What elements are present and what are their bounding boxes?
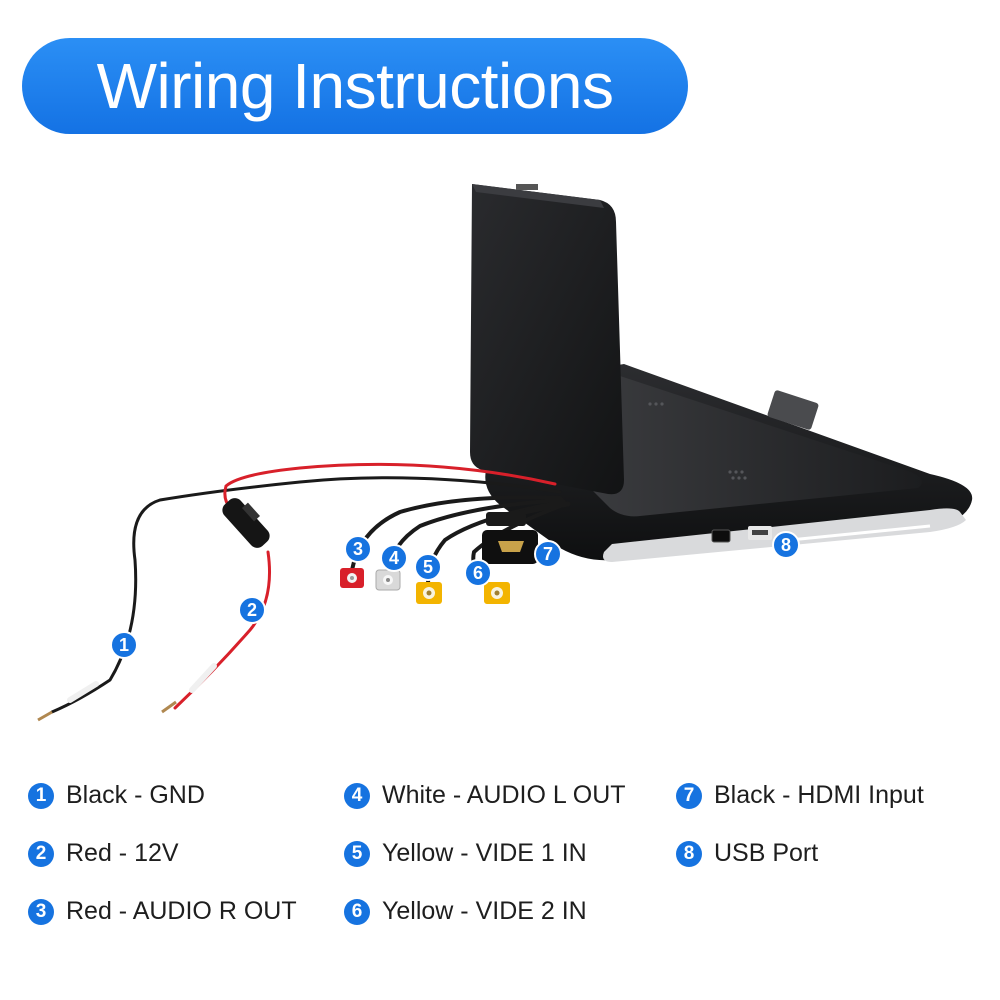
fuse-holder — [222, 498, 270, 548]
monitor-screen — [470, 184, 624, 495]
badge-2: 2 — [238, 596, 266, 624]
badge-8: 8 — [772, 531, 800, 559]
av-port — [711, 529, 731, 543]
badge-circle — [464, 559, 492, 587]
badge-number: 7 — [543, 544, 553, 564]
badge-3: 3 — [344, 535, 372, 563]
badge-number: 6 — [473, 563, 483, 583]
badge-5: 5 — [414, 553, 442, 581]
badge-circle — [110, 631, 138, 659]
badge-layer: 1 2 3 4 5 6 7 8 — [110, 531, 800, 659]
wire-black-gnd — [50, 476, 562, 714]
badge-number: 4 — [389, 548, 399, 568]
badge-circle — [238, 596, 266, 624]
badge-6: 6 — [464, 559, 492, 587]
rca-connector-white — [375, 569, 401, 591]
badge-circle — [414, 553, 442, 581]
badge-4: 4 — [380, 544, 408, 572]
rca-connector-red — [340, 568, 364, 588]
wire-tips — [37, 663, 217, 722]
badge-circle — [344, 535, 372, 563]
badge-circle — [380, 544, 408, 572]
badge-number: 8 — [781, 535, 791, 555]
badge-number: 5 — [423, 557, 433, 577]
badge-1: 1 — [110, 631, 138, 659]
usb-port — [748, 526, 772, 540]
hdmi-connector — [482, 512, 538, 564]
wire-red-12v-bottom — [173, 550, 272, 710]
title-banner: Wiring Instructions — [22, 38, 688, 134]
badge-number: 3 — [353, 539, 363, 559]
badge-number: 1 — [119, 635, 129, 655]
badge-number: 2 — [247, 600, 257, 620]
badge-circle — [534, 540, 562, 568]
badge-circle — [772, 531, 800, 559]
wire-red-12v-top — [223, 462, 557, 512]
page-title: Wiring Instructions — [96, 50, 614, 122]
rca-connector-yellow-2 — [484, 582, 510, 604]
badge-7: 7 — [534, 540, 562, 568]
rca-connector-yellow-1 — [416, 582, 442, 604]
